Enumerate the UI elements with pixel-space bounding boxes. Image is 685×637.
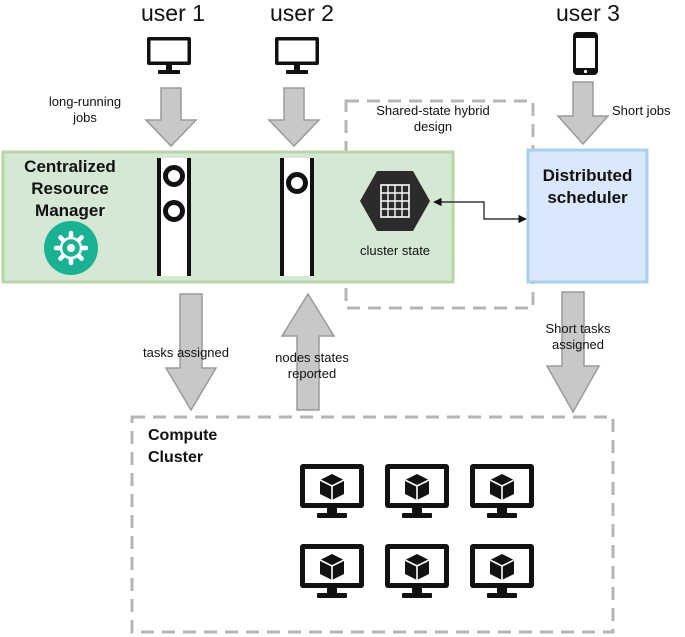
gear-icon	[44, 221, 98, 275]
job-token-icon	[163, 165, 185, 187]
short-tasks-line-2: assigned	[551, 337, 605, 352]
distributed-scheduler-box	[526, 148, 649, 284]
job-queue-1	[157, 158, 191, 276]
long-running-line-2: jobs	[73, 110, 97, 125]
shared-state-line-2: design	[413, 119, 453, 134]
long-running-line-1: long-running	[48, 94, 122, 109]
crm-line-3: Manager	[35, 201, 105, 220]
monitor-icon	[275, 37, 319, 74]
compute-node-icon	[299, 463, 365, 519]
cluster-state-label: cluster state	[359, 243, 431, 258]
compute-cluster-title: Compute Cluster	[148, 425, 217, 469]
shared-state-line-1: Shared-state hybrid	[376, 103, 490, 118]
nodes-states-line-1: nodes states	[275, 350, 349, 365]
dist-line-2: scheduler	[547, 188, 628, 207]
short-tasks-assigned-label: Short tasks assigned	[533, 321, 623, 353]
short-tasks-line-1: Short tasks	[545, 321, 611, 336]
tasks-assigned-arrow	[164, 293, 218, 412]
compute-line-2: Cluster	[148, 449, 204, 466]
compute-node-icon	[384, 543, 450, 599]
shared-state-label: Shared-state hybrid design	[362, 103, 504, 135]
phone-icon	[573, 32, 598, 75]
dist-line-1: Distributed	[542, 166, 633, 185]
job-token-icon	[163, 200, 185, 222]
cluster-state-icon	[360, 171, 430, 231]
distributed-scheduler-title: Distributed scheduler	[530, 165, 645, 209]
compute-node-icon	[469, 463, 535, 519]
state-sync-connector	[433, 197, 527, 224]
user2-jobs-arrow	[267, 87, 321, 148]
user-1-label: user 1	[141, 0, 205, 26]
short-jobs-label: Short jobs	[612, 103, 671, 118]
user-2-label: user 2	[270, 0, 334, 26]
job-token-icon	[286, 172, 308, 194]
user1-jobs-arrow	[144, 87, 198, 148]
nodes-states-reported-arrow	[280, 292, 336, 411]
centralized-resource-manager-title: Centralized Resource Manager	[10, 156, 130, 222]
short-tasks-assigned-arrow	[545, 291, 601, 414]
compute-cluster-boundary	[130, 415, 615, 634]
compute-node-icon	[469, 543, 535, 599]
crm-line-2: Resource	[31, 179, 109, 198]
nodes-states-line-2: reported	[287, 366, 337, 381]
compute-node-icon	[384, 463, 450, 519]
long-running-jobs-label: long-running jobs	[40, 94, 130, 126]
job-queue-2	[280, 158, 314, 276]
nodes-states-reported-label: nodes states reported	[262, 350, 362, 382]
compute-node-icon	[299, 543, 365, 599]
tasks-assigned-label: tasks assigned	[143, 345, 229, 360]
compute-line-1: Compute	[148, 427, 218, 444]
monitor-icon	[147, 37, 191, 74]
user3-jobs-arrow	[556, 81, 610, 146]
user-3-label: user 3	[556, 0, 620, 26]
crm-line-1: Centralized	[24, 157, 116, 176]
